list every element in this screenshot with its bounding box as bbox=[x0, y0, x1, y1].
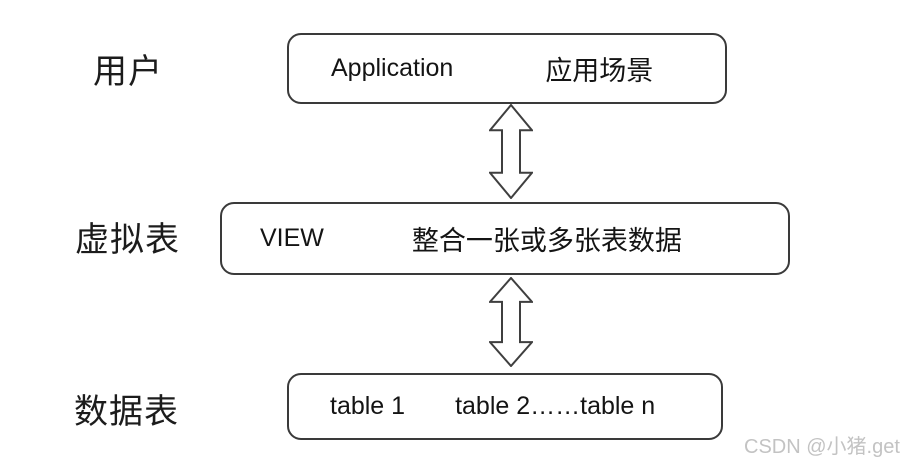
node-tables: table 1 table 2……table n bbox=[287, 373, 723, 440]
tier-label-virtual-table: 虚拟表 bbox=[75, 221, 180, 259]
csdn-watermark: CSDN @小猪.get bbox=[744, 436, 900, 458]
tier-label-data-table: 数据表 bbox=[74, 393, 179, 431]
bidirectional-arrow-icon bbox=[489, 277, 533, 367]
view-label: VIEW bbox=[260, 224, 324, 252]
table1-label: table 1 bbox=[330, 392, 406, 420]
view-description-label: 整合一张或多张表数据 bbox=[411, 226, 682, 256]
node-application: Application 应用场景 bbox=[287, 33, 727, 104]
application-scenario-label: 应用场景 bbox=[545, 56, 654, 86]
table-n-label: table 2……table n bbox=[455, 392, 656, 420]
node-view: VIEW 整合一张或多张表数据 bbox=[220, 202, 790, 275]
application-label: Application bbox=[331, 54, 454, 82]
tier-label-user: 用户 bbox=[93, 53, 163, 91]
bidirectional-arrow-icon bbox=[489, 104, 533, 199]
